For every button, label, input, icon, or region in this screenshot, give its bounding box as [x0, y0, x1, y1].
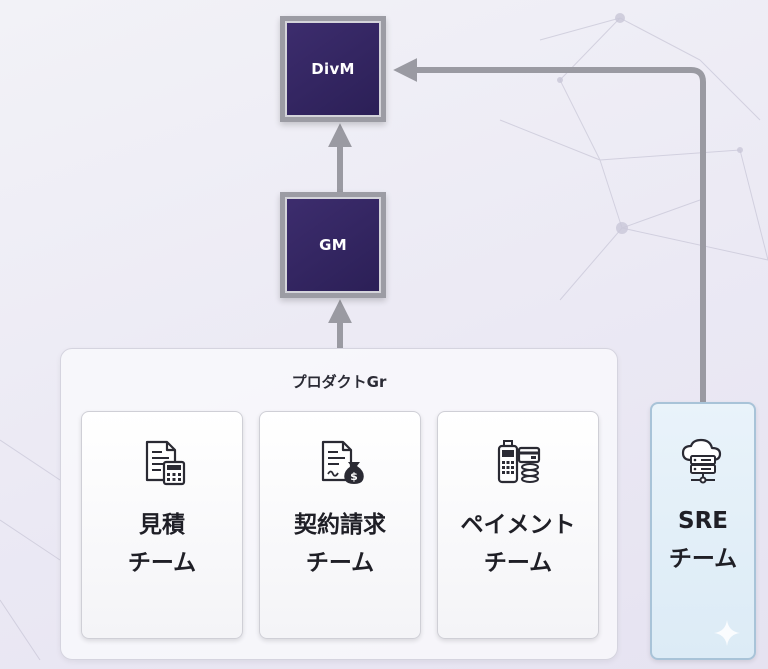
team-name-line1: 契約請求 — [294, 512, 386, 538]
document-calculator-icon — [145, 440, 186, 486]
product-group-title: プロダクトGr — [291, 373, 387, 391]
gm-node: GM — [280, 192, 386, 298]
team-card-sre: SRE チーム — [650, 402, 756, 660]
team-name-line2: チーム — [305, 550, 375, 576]
team-card-keiyaku-seikyu: $ 契約請求 チーム — [259, 411, 421, 639]
team-name-line2: チーム — [483, 550, 553, 576]
arrow-sre-to-divm — [393, 58, 706, 402]
gm-label: GM — [319, 236, 347, 254]
divm-node: DivM — [280, 16, 386, 122]
product-group-container: プロダクトGr 見積 チーム — [60, 348, 618, 660]
contract-money-bag-icon: $ — [321, 440, 364, 484]
team-name-mitsumori: 見積 チーム — [82, 506, 242, 582]
team-name-payment: ペイメント チーム — [438, 506, 598, 582]
team-name-keiyaku-seikyu: 契約請求 チーム — [260, 506, 420, 582]
team-card-mitsumori: 見積 チーム — [81, 411, 243, 639]
svg-text:$: $ — [350, 470, 358, 483]
team-name-line1: ペイメント — [460, 512, 576, 538]
team-name-line2: チーム — [127, 550, 197, 576]
team-name-line1: SRE — [678, 508, 728, 534]
sparkle-icon — [714, 620, 740, 646]
team-card-payment: ペイメント チーム — [437, 411, 599, 639]
team-name-line1: 見積 — [139, 512, 185, 538]
cloud-server-icon — [681, 438, 722, 484]
payment-terminal-icon — [497, 440, 541, 484]
team-name-line2: チーム — [668, 546, 738, 572]
team-name-sre: SRE チーム — [652, 502, 754, 578]
divm-label: DivM — [311, 60, 355, 78]
